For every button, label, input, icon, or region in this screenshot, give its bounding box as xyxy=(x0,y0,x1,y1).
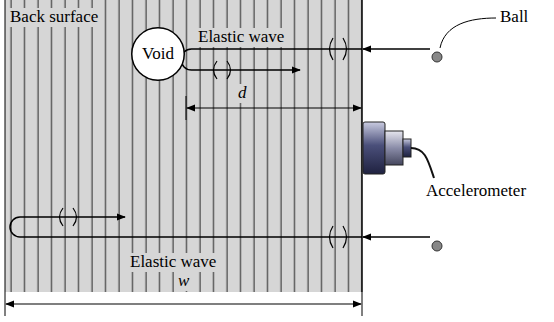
void-circle: Void xyxy=(131,27,185,81)
void-label: Void xyxy=(142,44,174,64)
leader-line xyxy=(440,18,496,48)
dimension-line xyxy=(187,107,361,108)
wave-label: Elastic wave xyxy=(196,28,286,47)
dimension-label: w xyxy=(176,272,191,291)
accelerometer-symbol xyxy=(363,122,434,178)
concrete-slab xyxy=(5,0,362,292)
extension-line xyxy=(186,96,187,120)
back-surface-line xyxy=(5,0,6,292)
dimension-label: d xyxy=(236,84,249,103)
incident-arrow xyxy=(363,48,430,50)
extension-line xyxy=(5,292,6,316)
incident-arrow xyxy=(363,236,430,238)
ball xyxy=(432,241,442,251)
void-shape xyxy=(132,28,185,81)
part-label: Accelerometer xyxy=(424,182,528,201)
part-label: Ball xyxy=(498,8,530,27)
ball xyxy=(432,52,442,62)
reflected-wave-path xyxy=(181,49,362,70)
wave-label: Elastic wave xyxy=(128,253,218,272)
slab-texture xyxy=(5,0,362,292)
region-label: Back surface xyxy=(8,8,100,27)
dimension-line xyxy=(6,303,361,304)
extension-line xyxy=(362,292,363,316)
reflected-wave-path xyxy=(10,217,362,237)
wavefronts xyxy=(60,38,347,248)
